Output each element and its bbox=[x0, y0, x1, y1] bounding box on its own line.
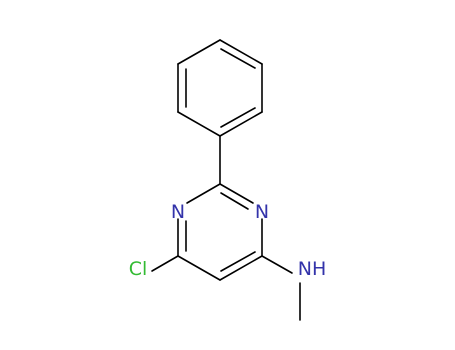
atom-n-left: N bbox=[171, 201, 185, 223]
bond-c6-cl bbox=[151, 255, 179, 272]
bond-phenyl-3-inner bbox=[220, 107, 256, 128]
bond-c2-n-right-inner bbox=[220, 192, 249, 210]
bond-c4-c5-inner bbox=[220, 251, 256, 272]
bond-c2-n-left bbox=[186, 183, 221, 204]
bond-phenyl-1 bbox=[219, 39, 263, 65]
bond-phenyl-6 bbox=[177, 39, 221, 65]
bond-c2-n-right bbox=[219, 183, 254, 204]
bond-c5-c6 bbox=[177, 255, 221, 281]
bonds bbox=[151, 39, 301, 321]
bond-phenyl-4 bbox=[177, 111, 221, 137]
bond-phenyl-1-inner bbox=[220, 48, 256, 69]
bond-phenyl-3 bbox=[219, 111, 263, 137]
atom-nh: NH bbox=[298, 258, 327, 280]
atom-n-right: N bbox=[255, 201, 269, 223]
bond-c4-nh bbox=[261, 255, 293, 274]
atom-labels: N N Cl NH bbox=[129, 201, 327, 280]
atom-cl: Cl bbox=[129, 258, 148, 280]
bond-c4-c5 bbox=[219, 255, 263, 281]
